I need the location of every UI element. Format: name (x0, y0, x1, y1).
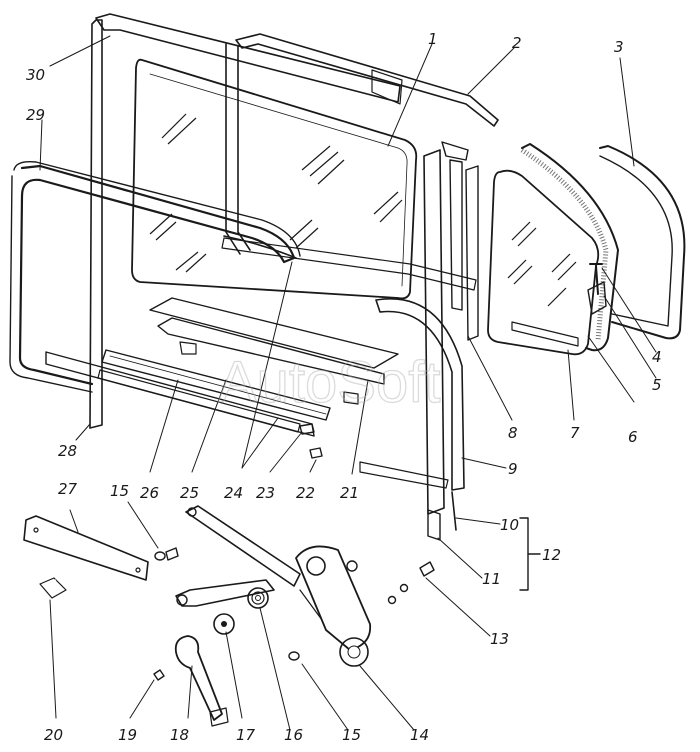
callout-labels: 1 2 3 4 5 6 7 8 9 10 11 12 13 14 15 15 1… (26, 30, 662, 744)
part-2-upper-seal (225, 33, 499, 255)
callout-22: 22 (296, 484, 315, 502)
callout-24: 24 (224, 484, 243, 502)
part-21-glass-bracket (149, 297, 399, 405)
callout-21: 21 (340, 484, 359, 502)
part-8-front-guide-channel (423, 141, 479, 515)
part-26-glass-channel (101, 349, 331, 421)
callout-12: 12 (542, 546, 561, 564)
part-1-door-glass (131, 58, 477, 300)
part-30-door-frame-seal (89, 13, 403, 429)
callout-14: 14 (410, 726, 429, 744)
part-10-guide-end (451, 491, 457, 531)
callout-15-lower: 15 (342, 726, 361, 744)
callout-27: 27 (58, 480, 78, 498)
part-11-guide-mount (427, 509, 441, 541)
part-4-pivot-bolt (589, 263, 603, 295)
callout-13: 13 (490, 630, 509, 648)
callout-3: 3 (614, 38, 624, 56)
part-3-vent-frame (599, 145, 686, 340)
callout-19: 19 (118, 726, 137, 744)
part-15-bolt-lower (288, 651, 300, 661)
callout-2: 2 (512, 34, 522, 52)
callout-7: 7 (570, 424, 580, 442)
leader-lines (39, 35, 657, 731)
part-22-clip (309, 447, 323, 459)
callout-9: 9 (508, 460, 518, 478)
callout-26: 26 (140, 484, 159, 502)
part-6-vent-frame-seal (520, 143, 619, 352)
part-5-pivot-bracket (587, 281, 607, 315)
callout-18: 18 (170, 726, 189, 744)
callout-23: 23 (256, 484, 275, 502)
bracket-12 (519, 517, 541, 591)
callout-11: 11 (482, 570, 501, 588)
callout-10: 10 (500, 516, 519, 534)
callout-8: 8 (508, 424, 518, 442)
callout-20: 20 (44, 726, 63, 744)
part-28-lower-strip (45, 351, 315, 437)
part-29-frame-seal (9, 160, 301, 393)
part-14-window-regulator (175, 505, 372, 667)
callout-29: 29 (26, 106, 45, 124)
callout-17: 17 (236, 726, 256, 744)
part-17-rosette (213, 613, 235, 635)
callout-15-upper: 15 (110, 482, 129, 500)
callout-1: 1 (428, 30, 438, 48)
part-7-vent-glass (487, 169, 600, 356)
callout-30: 30 (26, 66, 45, 84)
callout-16: 16 (284, 726, 303, 744)
part-18-crank-handle (174, 635, 229, 727)
part-24-seal-strips (223, 235, 297, 259)
watermark: AutoSoft (218, 350, 440, 415)
part-16-spring (247, 587, 269, 609)
part-13-screw (387, 561, 435, 605)
part-25-glass-channel-seal (97, 369, 301, 433)
callout-5: 5 (652, 376, 662, 394)
callout-25: 25 (180, 484, 199, 502)
part-20-stop-block (39, 577, 67, 599)
callout-28: 28 (58, 442, 77, 460)
part-15-bolt (154, 547, 179, 561)
part-27-mounting-plate (23, 515, 149, 581)
part-23-screw (299, 423, 315, 435)
part-9-curved-run-channel (359, 298, 465, 491)
callout-6: 6 (628, 428, 638, 446)
callout-4: 4 (652, 348, 662, 366)
part-19-handle-screw (153, 669, 165, 681)
